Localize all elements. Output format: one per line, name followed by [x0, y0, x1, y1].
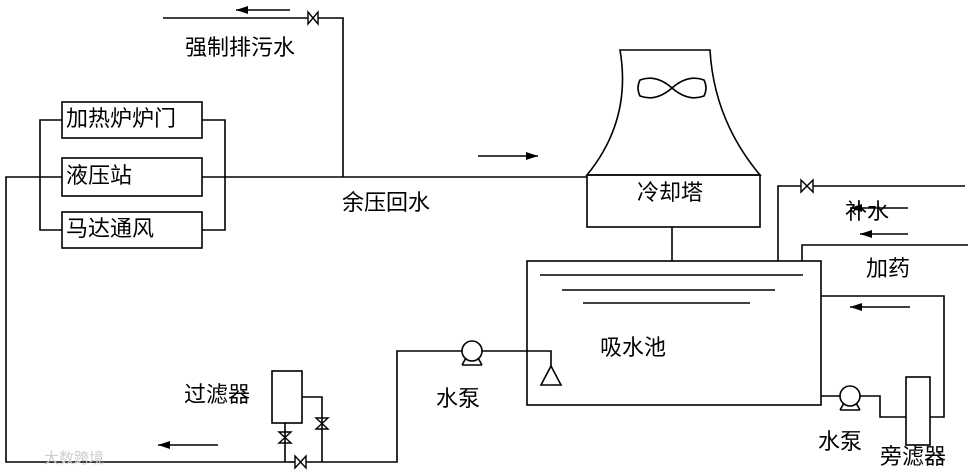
filter-label: 过滤器: [184, 383, 251, 408]
pump-1-label: 水泵: [436, 387, 481, 412]
watermark: 大数跨境: [44, 449, 105, 467]
hydraulic-station-label: 液压站: [66, 164, 133, 189]
pump-2-label: 水泵: [818, 430, 863, 455]
makeup-water-label: 补水: [845, 200, 890, 225]
return-pipe-left: [5, 176, 289, 463]
supply-valve-icon: [294, 454, 307, 470]
blowdown-pipe: [318, 17, 344, 177]
filter-valve-2-icon: [314, 417, 330, 430]
suction-pool-label: 吸水池: [600, 336, 667, 361]
foot-valve-icon: [539, 364, 563, 386]
side-pump-discharge: [860, 395, 906, 418]
motor-ventilation-label: 马达通风: [66, 217, 155, 242]
cooling-tower-label: 冷却塔: [637, 181, 704, 206]
pump-2-icon: [839, 385, 861, 407]
side-filter-return: [821, 295, 945, 418]
dosing-label: 加药: [866, 257, 911, 282]
fan-icon: [637, 77, 707, 99]
dosing-pipe: [801, 244, 968, 261]
filter-inlet-pipe: [302, 396, 323, 462]
right-manifold: [202, 119, 226, 231]
pump-1-icon: [461, 340, 483, 362]
makeup-pipe: [777, 185, 801, 261]
furnace-door-label: 加热炉炉门: [66, 107, 177, 132]
pump-suction-pipe: [482, 350, 552, 366]
blowdown-valve-icon: [307, 10, 319, 26]
supply-pipe: [306, 350, 462, 463]
suction-pool-box: [526, 260, 822, 406]
filter-box: [271, 370, 303, 424]
filter-valve-1-icon: [277, 431, 293, 444]
side-filter-box: [905, 376, 931, 446]
left-manifold: [39, 119, 62, 231]
forced-blowdown-label: 强制排污水: [185, 36, 296, 61]
makeup-valve-icon: [800, 178, 814, 194]
cooling-tower-box: [586, 174, 761, 228]
residual-pressure-return-label: 余压回水: [342, 191, 431, 216]
side-filter-label: 旁滤器: [880, 445, 947, 470]
cooling-tower-shell: [585, 49, 762, 176]
